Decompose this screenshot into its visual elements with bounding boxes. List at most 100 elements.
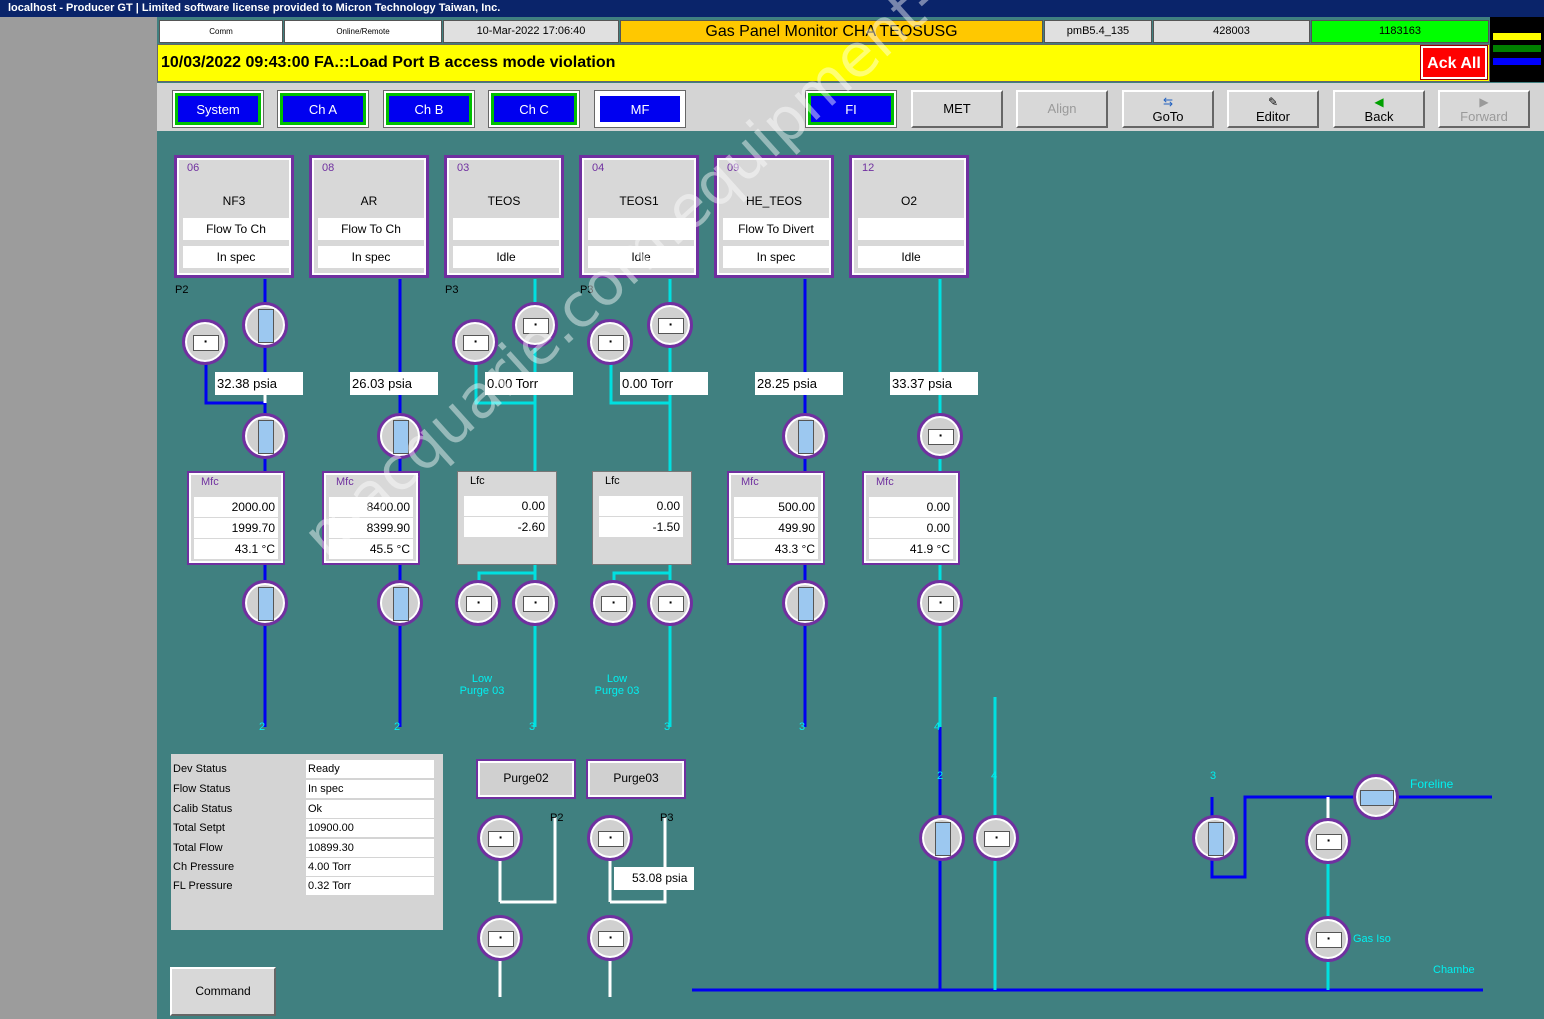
valve-icon[interactable] xyxy=(1353,774,1399,820)
actual-value: -1.50 xyxy=(599,517,683,537)
ch-pressure-label: Ch Pressure xyxy=(173,861,235,873)
valve-icon[interactable] xyxy=(1305,916,1351,962)
gas-flow-target: Flow To Divert xyxy=(723,218,829,240)
nav-system-label: System xyxy=(175,93,261,125)
gas-name: O2 xyxy=(900,194,917,208)
valve-icon[interactable] xyxy=(182,319,228,365)
nav-chb-label: Ch B xyxy=(386,93,472,125)
ch-pressure-value: 4.00 Torr xyxy=(306,858,434,876)
mfc-he-teos[interactable]: Mfc 500.00 499.90 43.3 °C xyxy=(727,471,825,565)
valve-icon[interactable] xyxy=(590,580,636,626)
valve-icon[interactable] xyxy=(917,413,963,459)
valve-icon[interactable] xyxy=(587,915,633,961)
valve-icon[interactable] xyxy=(1192,815,1238,861)
gas-line-teos[interactable]: 03 TEOS Idle xyxy=(444,155,564,278)
actual-value: 0.00 xyxy=(869,518,953,538)
valve-icon[interactable] xyxy=(647,580,693,626)
valve-icon[interactable] xyxy=(242,580,288,626)
valve-icon[interactable] xyxy=(512,580,558,626)
valve-icon[interactable] xyxy=(782,413,828,459)
gas-name: AR xyxy=(360,194,378,208)
gas-line-nf3[interactable]: 06 NF3 Flow To Ch In spec xyxy=(174,155,294,278)
forward-button[interactable]: ▶Forward xyxy=(1438,90,1530,128)
lfc-teos1[interactable]: Lfc 0.00 -1.50 xyxy=(592,471,692,565)
valve-icon[interactable] xyxy=(477,815,523,861)
ack-all-button[interactable]: Ack All xyxy=(1420,45,1488,80)
mfc-ar[interactable]: Mfc 8400.00 8399.90 45.5 °C xyxy=(322,471,420,565)
mfc-nf3[interactable]: Mfc 2000.00 1999.70 43.1 °C xyxy=(187,471,285,565)
gas-panel-app: Comm Online/Remote 10-Mar-2022 17:06:40 … xyxy=(157,17,1544,1019)
valve-icon[interactable] xyxy=(647,302,693,348)
valve-icon[interactable] xyxy=(377,580,423,626)
manifold-label: 2 xyxy=(937,770,944,782)
signal-tower xyxy=(1490,17,1544,82)
actual-value: 499.90 xyxy=(734,518,818,538)
mfc-o2[interactable]: Mfc 0.00 0.00 41.9 °C xyxy=(862,471,960,565)
gas-line-he-teos[interactable]: 09 HE_TEOS Flow To Divert In spec xyxy=(714,155,834,278)
valve-icon[interactable] xyxy=(917,580,963,626)
gas-flow-target xyxy=(588,218,694,240)
controller-type: Mfc xyxy=(201,476,219,488)
valve-icon[interactable] xyxy=(242,302,288,348)
nav-system-button[interactable]: System xyxy=(172,90,264,128)
gas-line-o2[interactable]: 12 O2 Idle xyxy=(849,155,969,278)
flow-status-label: Flow Status xyxy=(173,783,231,795)
nav-cha-button[interactable]: Ch A xyxy=(277,90,369,128)
manifold-label: 4 xyxy=(991,770,998,782)
counter-2: 1183163 xyxy=(1311,20,1489,43)
valve-icon[interactable] xyxy=(587,319,633,365)
goto-icon: ⇆ xyxy=(1162,95,1174,109)
back-button[interactable]: ◀Back xyxy=(1333,90,1425,128)
gas-flow-target: Flow To Ch xyxy=(183,218,289,240)
gas-status: Idle xyxy=(453,246,559,268)
valve-icon[interactable] xyxy=(1305,818,1351,864)
toolbar: System Ch A Ch B Ch C MF FI MET Align ⇆G… xyxy=(157,83,1544,131)
editor-button[interactable]: ✎Editor xyxy=(1227,90,1319,128)
gas-line-teos1[interactable]: 04 TEOS1 Idle xyxy=(579,155,699,278)
comm-status: Comm xyxy=(159,20,283,43)
lfc-teos[interactable]: Lfc 0.00 -2.60 xyxy=(457,471,557,565)
valve-icon[interactable] xyxy=(919,815,965,861)
pressure-readout: 32.38 psia xyxy=(215,372,303,395)
align-button[interactable]: Align xyxy=(1016,90,1108,128)
nav-chb-button[interactable]: Ch B xyxy=(383,90,475,128)
controller-type: Lfc xyxy=(605,475,620,487)
status-panel: Dev Status Ready Flow Status In spec Cal… xyxy=(171,754,443,930)
fl-pressure-value: 0.32 Torr xyxy=(306,877,434,895)
total-setpt-label: Total Setpt xyxy=(173,822,225,834)
valve-icon[interactable] xyxy=(477,915,523,961)
gas-status: In spec xyxy=(723,246,829,268)
goto-button[interactable]: ⇆GoTo xyxy=(1122,90,1214,128)
editor-label: Editor xyxy=(1256,109,1290,124)
valve-icon[interactable] xyxy=(455,580,501,626)
gas-status: In spec xyxy=(318,246,424,268)
gas-name: NF3 xyxy=(222,194,246,208)
valve-icon[interactable] xyxy=(452,319,498,365)
controller-type: Mfc xyxy=(876,476,894,488)
alarm-message: 10/03/2022 09:43:00 FA.::Load Port B acc… xyxy=(161,54,616,71)
purge-pressure-readout: 53.08 psia xyxy=(614,867,694,890)
manifold-label: 3 xyxy=(1210,770,1217,782)
nav-fi-button[interactable]: FI xyxy=(805,90,897,128)
setpoint-value: 0.00 xyxy=(869,497,953,517)
destination-label: 4 xyxy=(934,721,941,733)
valve-icon[interactable] xyxy=(782,580,828,626)
command-button[interactable]: Command xyxy=(170,967,276,1016)
nav-mf-button[interactable]: MF xyxy=(594,90,686,128)
valve-icon[interactable] xyxy=(973,815,1019,861)
met-button[interactable]: MET xyxy=(911,90,1003,128)
purge03-button[interactable]: Purge03 xyxy=(586,759,686,799)
purge02-button[interactable]: Purge02 xyxy=(476,759,576,799)
page-title: Gas Panel Monitor CHA TEOSUSG xyxy=(620,20,1043,43)
gas-line-ar[interactable]: 08 AR Flow To Ch In spec xyxy=(309,155,429,278)
nav-chc-button[interactable]: Ch C xyxy=(488,90,580,128)
valve-icon[interactable] xyxy=(242,413,288,459)
destination-label: 3 xyxy=(664,721,671,733)
valve-icon[interactable] xyxy=(377,413,423,459)
forward-label: Forward xyxy=(1460,109,1508,124)
datetime: 10-Mar-2022 17:06:40 xyxy=(443,20,619,43)
valve-icon[interactable] xyxy=(587,815,633,861)
valve-icon[interactable] xyxy=(512,302,558,348)
controller-type: Mfc xyxy=(336,476,354,488)
destination-label: 3 xyxy=(799,721,806,733)
